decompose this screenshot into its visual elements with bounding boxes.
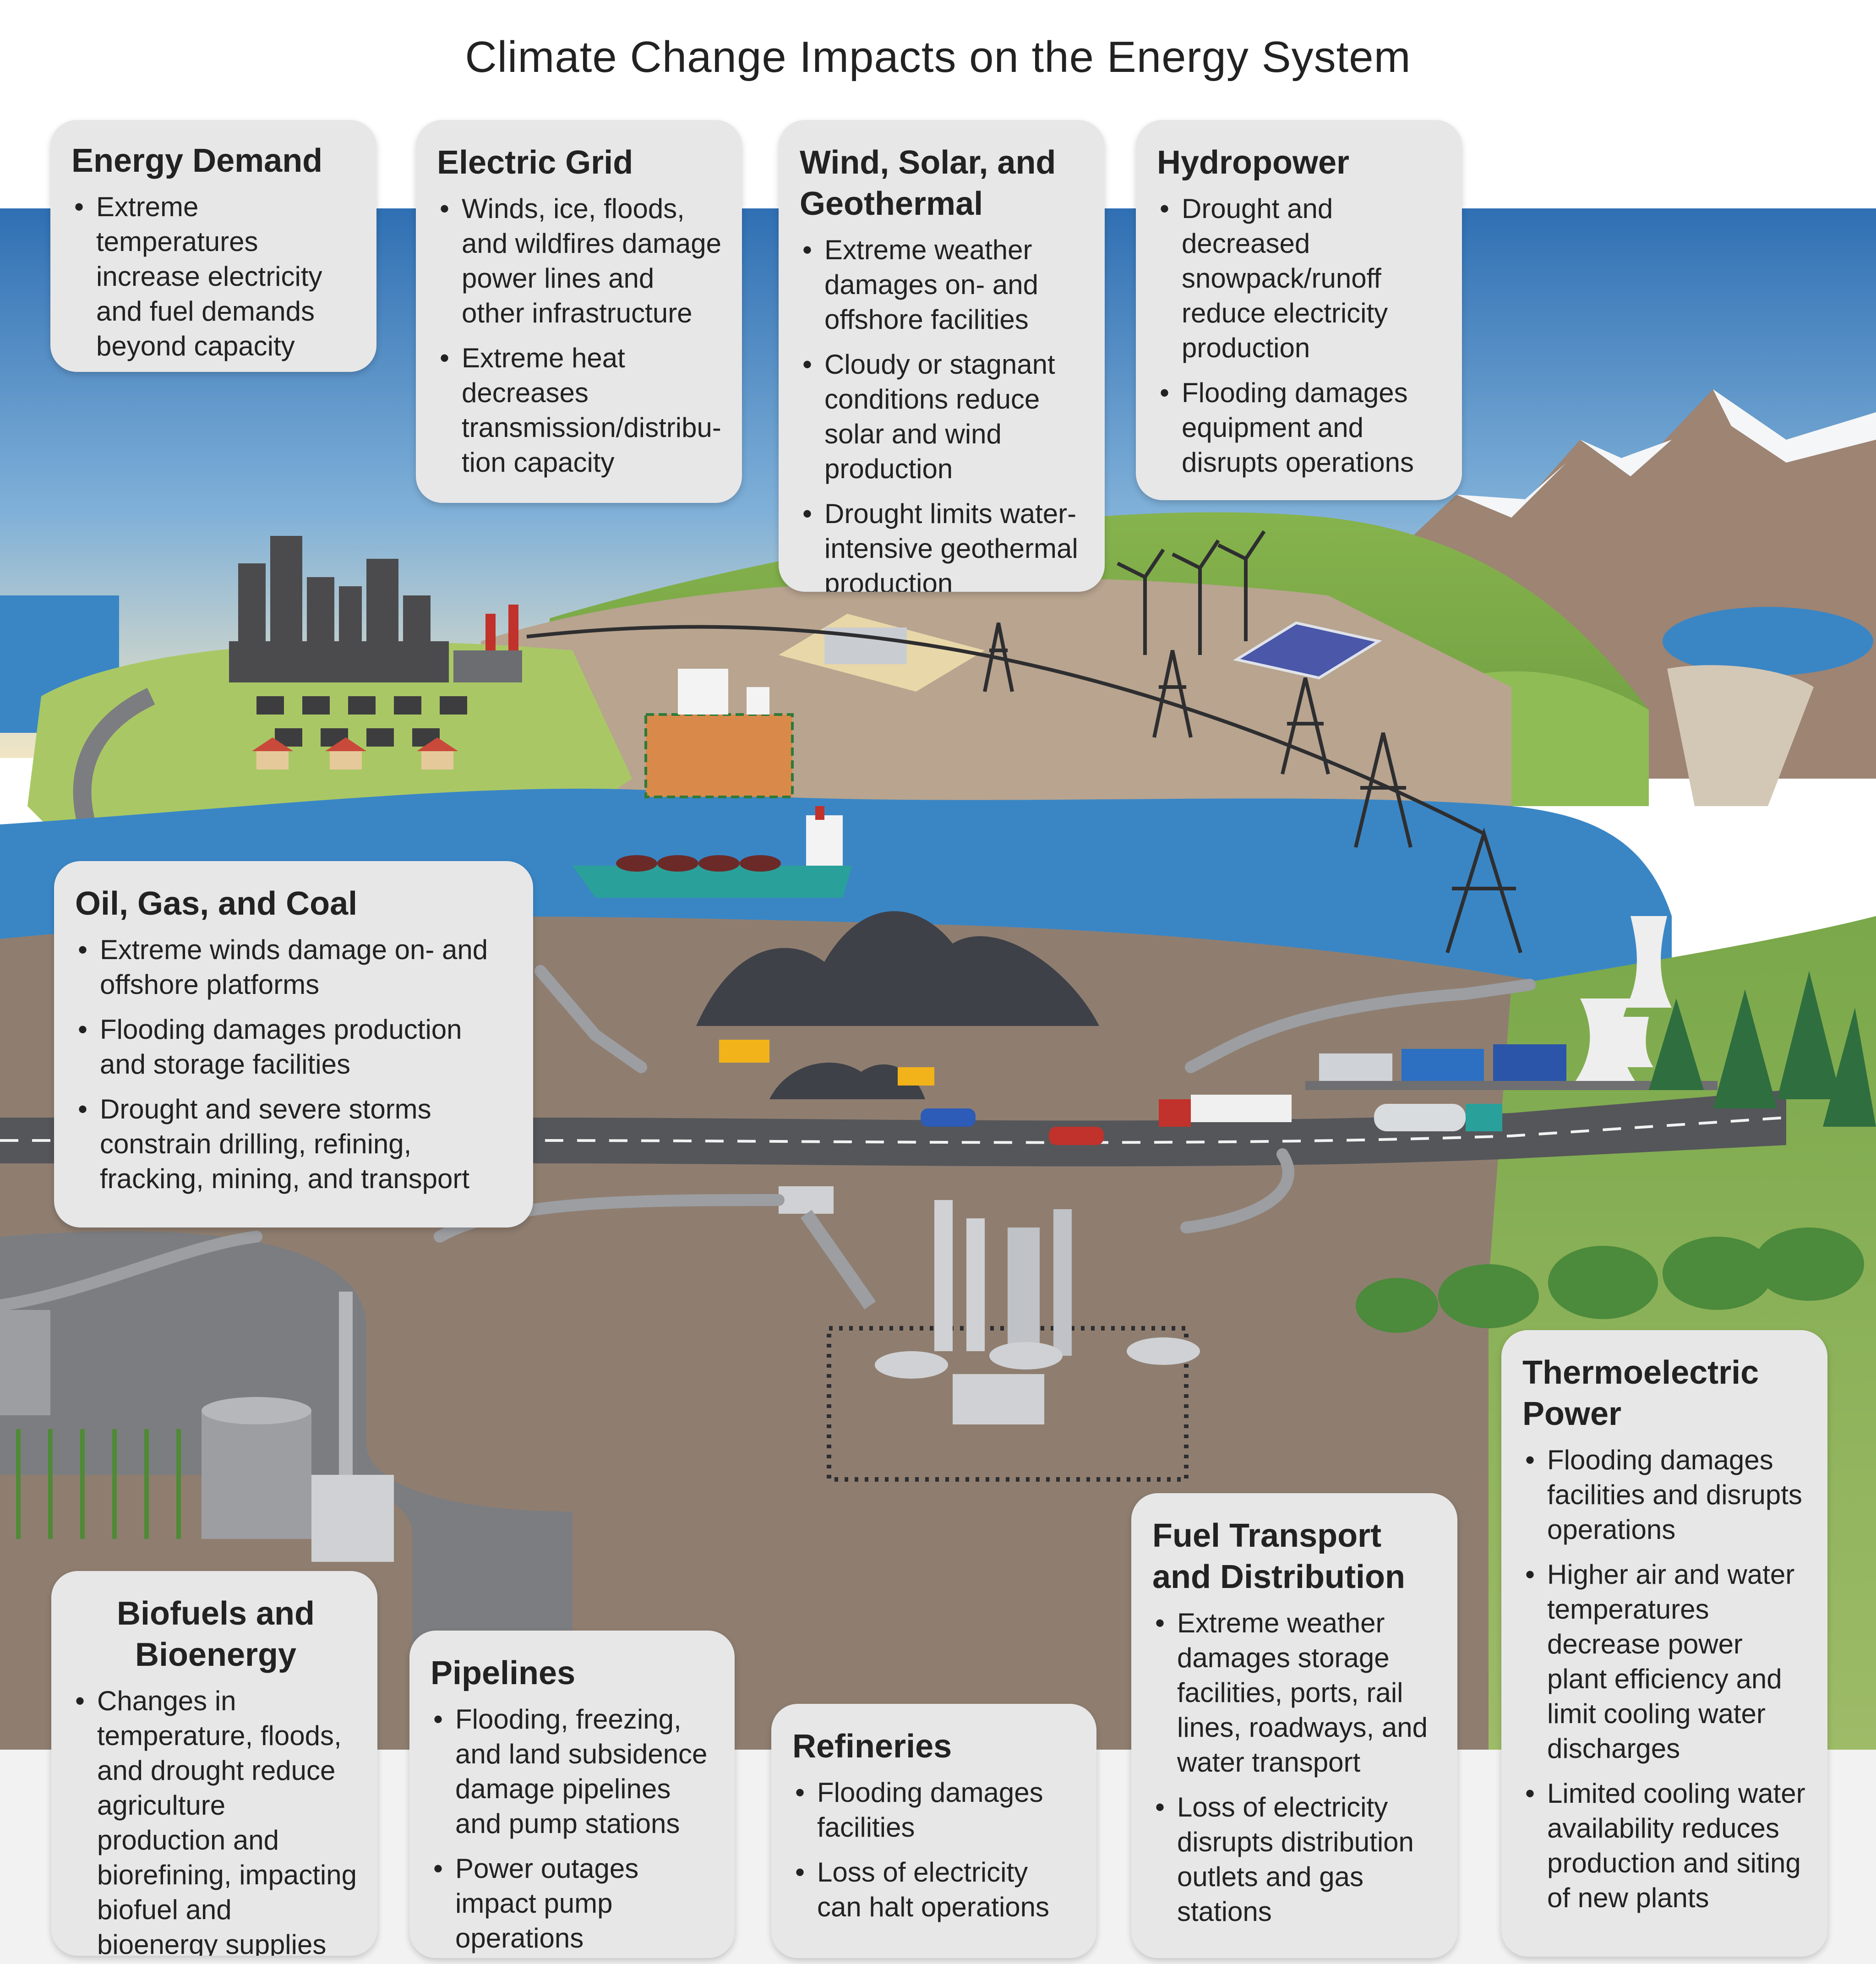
card-biofuels-bioenergy: Biofuels and Bioenergy Changes in temper… bbox=[51, 1571, 377, 1956]
bullet-item: Extreme weather damages on- and offshore… bbox=[800, 233, 1086, 337]
biorefinery bbox=[0, 1292, 394, 1562]
coal-piles bbox=[696, 911, 1099, 1099]
card-pipelines: Pipelines Flooding, freezing, and land s… bbox=[409, 1631, 735, 1958]
bullet-item: Power outages impact pump operations bbox=[431, 1851, 716, 1956]
bullet-item: Extreme temperatures increase electricit… bbox=[71, 190, 358, 364]
river bbox=[0, 788, 1672, 1031]
card-title: Electric Grid bbox=[437, 144, 633, 181]
geothermal-plant bbox=[644, 669, 794, 798]
bullet-item: Flooding damages production and storage … bbox=[75, 1012, 515, 1082]
card-energy-demand: Energy Demand Extreme temperatures incre… bbox=[50, 120, 376, 372]
card-hydropower: Hydropower Drought and decreased snowpac… bbox=[1136, 120, 1462, 500]
card-thermoelectric-power: Thermoelectric Power Flooding damages fa… bbox=[1501, 1330, 1827, 1957]
city-skyline bbox=[229, 536, 449, 682]
bullet-list: Extreme temperatures increase electricit… bbox=[71, 190, 358, 364]
bullet-item: Higher air and water temperatures decrea… bbox=[1522, 1557, 1809, 1766]
reservoir bbox=[1663, 607, 1873, 676]
bullet-item: Winds, ice, floods, and wildfires damage… bbox=[437, 191, 724, 331]
card-refineries: Refineries Flooding damages facilities L… bbox=[771, 1704, 1096, 1958]
card-title: Oil, Gas, and Coal bbox=[75, 885, 358, 922]
bullet-item: Flooding, freezing, and land subsidence … bbox=[431, 1702, 716, 1841]
card-title: Fuel Transport and Distribution bbox=[1152, 1517, 1405, 1595]
card-title: Wind, Solar, and Geothermal bbox=[800, 144, 1056, 222]
card-title: Refineries bbox=[792, 1728, 952, 1765]
card-wind-solar-geothermal: Wind, Solar, and Geothermal Extreme weat… bbox=[779, 120, 1105, 592]
solar-panel bbox=[1233, 621, 1382, 680]
bullet-item: Extreme winds damage on- and offshore pl… bbox=[75, 933, 515, 1002]
freight-train bbox=[1305, 1044, 1718, 1090]
cornfield bbox=[16, 1429, 181, 1539]
mountain-snow bbox=[1456, 389, 1876, 518]
bullet-item: Changes in temperature, floods, and drou… bbox=[72, 1684, 359, 1956]
bullet-item: Loss of electricity can halt operations bbox=[792, 1855, 1078, 1925]
card-title: Biofuels and Bioenergy bbox=[116, 1595, 315, 1673]
cargo-ship bbox=[573, 806, 852, 898]
card-electric-grid: Electric Grid Winds, ice, floods, and wi… bbox=[416, 120, 742, 503]
bullet-item: Extreme heat decreases transmission/dist… bbox=[437, 341, 724, 480]
wind-turbines bbox=[1117, 530, 1266, 655]
card-title: Hydropower bbox=[1157, 144, 1350, 181]
page-title: Climate Change Impacts on the Energy Sys… bbox=[465, 33, 1411, 82]
bullet-item: Loss of electricity disrupts distributio… bbox=[1152, 1790, 1439, 1929]
forest bbox=[1356, 971, 1876, 1333]
bullet-item: Limited cooling water availability reduc… bbox=[1522, 1776, 1809, 1915]
transmission-towers bbox=[526, 622, 1522, 954]
bullet-list: Flooding, freezing, and land subsidence … bbox=[431, 1702, 716, 1956]
bullet-list: Drought and decreased snowpack/runoff re… bbox=[1157, 191, 1444, 480]
houses bbox=[252, 696, 467, 769]
bullet-item: Flooding damages facilities bbox=[792, 1775, 1078, 1845]
bullet-item: Drought and decreased snowpack/runoff re… bbox=[1157, 191, 1444, 366]
card-fuel-transport: Fuel Transport and Distribution Extreme … bbox=[1131, 1493, 1457, 1958]
card-title: Energy Demand bbox=[71, 142, 323, 179]
bullet-list: Extreme winds damage on- and offshore pl… bbox=[75, 933, 515, 1196]
bullet-list: Flooding damages facilities and disrupts… bbox=[1522, 1443, 1809, 1915]
bullet-list: Extreme weather damages on- and offshore… bbox=[800, 233, 1086, 592]
dam bbox=[1667, 665, 1814, 806]
brown-plain bbox=[481, 578, 1511, 824]
card-title: Pipelines bbox=[431, 1655, 576, 1691]
bullet-list: Winds, ice, floods, and wildfires damage… bbox=[437, 191, 724, 480]
refinery bbox=[779, 1186, 1200, 1482]
vehicles bbox=[719, 1040, 1502, 1145]
bullet-item: Drought and severe storms constrain dril… bbox=[75, 1092, 515, 1196]
city-power-plant bbox=[453, 605, 522, 682]
bullet-item: Flooding damages facilities and disrupts… bbox=[1522, 1443, 1809, 1547]
bullet-list: Changes in temperature, floods, and drou… bbox=[72, 1684, 359, 1956]
card-title: Thermoelectric Power bbox=[1522, 1354, 1759, 1432]
bullet-item: Extreme weather damages storage faciliti… bbox=[1152, 1606, 1439, 1780]
bullet-item: Cloudy or stagnant conditions reduce sol… bbox=[800, 347, 1086, 486]
cooling-towers bbox=[1576, 916, 1672, 1081]
card-oil-gas-coal: Oil, Gas, and Coal Extreme winds damage … bbox=[54, 861, 533, 1228]
pipelines bbox=[0, 965, 1536, 1311]
bullet-item: Flooding damages equipment and disrupts … bbox=[1157, 376, 1444, 480]
bullet-item: Drought limits water-intensive geotherma… bbox=[800, 496, 1086, 592]
bullet-list: Extreme weather damages storage faciliti… bbox=[1152, 1606, 1439, 1929]
bullet-list: Flooding damages facilities Loss of elec… bbox=[792, 1775, 1078, 1925]
